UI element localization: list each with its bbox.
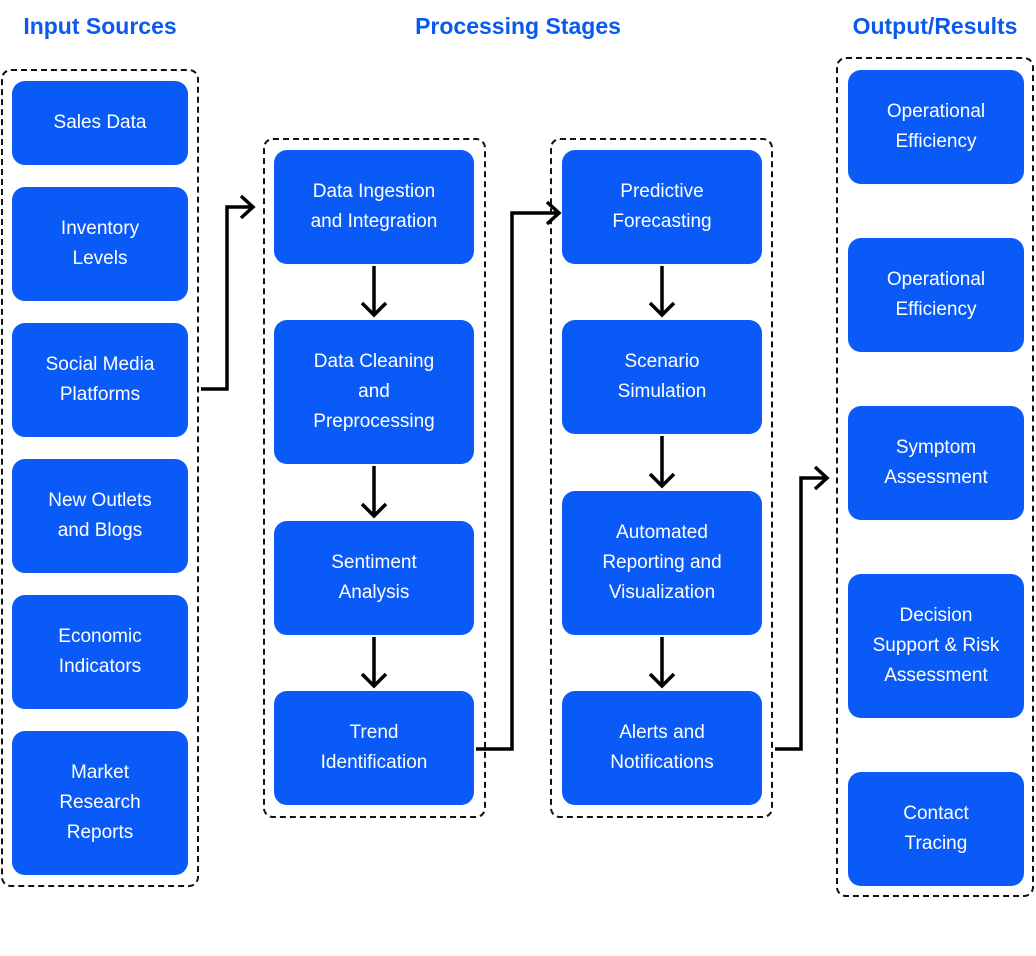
input-node-inventory-levels[interactable]: Inventory Levels bbox=[12, 187, 188, 301]
stage-data-ingestion[interactable]: Data Ingestion and Integration bbox=[274, 150, 474, 264]
output-node-contact-tracing[interactable]: Contact Tracing bbox=[848, 772, 1024, 886]
stage-predictive-forecasting[interactable]: Predictive Forecasting bbox=[562, 150, 762, 264]
processing-stages-heading: Processing Stages bbox=[415, 13, 621, 39]
connector-processing-to-output bbox=[775, 476, 826, 751]
stage-trend-identification[interactable]: Trend Identification bbox=[274, 691, 474, 805]
output-node-operational-efficiency-2[interactable]: Operational Efficiency bbox=[848, 238, 1024, 352]
input-node-sales-data[interactable]: Sales Data bbox=[12, 81, 188, 165]
connector-input-to-processing bbox=[201, 205, 252, 391]
output-results-group bbox=[836, 57, 1034, 897]
stage-scenario-simulation[interactable]: Scenario Simulation bbox=[562, 320, 762, 434]
connector-input-to-processing-arrowhead bbox=[239, 194, 256, 220]
output-node-symptom-assessment[interactable]: Symptom Assessment bbox=[848, 406, 1024, 520]
input-sources-heading: Input Sources bbox=[23, 13, 177, 39]
stage-sentiment-analysis[interactable]: Sentiment Analysis bbox=[274, 521, 474, 635]
stage-alerts-notifications[interactable]: Alerts and Notifications bbox=[562, 691, 762, 805]
stage-automated-reporting[interactable]: Automated Reporting and Visualization bbox=[562, 491, 762, 635]
input-sources-group bbox=[1, 69, 199, 887]
input-node-new-outlets-and-blogs[interactable]: New Outlets and Blogs bbox=[12, 459, 188, 573]
input-node-economic-indicators[interactable]: Economic Indicators bbox=[12, 595, 188, 709]
output-results-heading: Output/Results bbox=[852, 13, 1018, 39]
input-node-social-media-platforms[interactable]: Social Media Platforms bbox=[12, 323, 188, 437]
connector-trend-to-forecasting bbox=[476, 211, 558, 751]
output-node-decision-support[interactable]: Decision Support & Risk Assessment bbox=[848, 574, 1024, 718]
connector-processing-to-output-arrowhead bbox=[813, 465, 830, 491]
output-node-operational-efficiency-1[interactable]: Operational Efficiency bbox=[848, 70, 1024, 184]
stage-data-cleaning[interactable]: Data Cleaning and Preprocessing bbox=[274, 320, 474, 464]
input-node-market-research-reports[interactable]: Market Research Reports bbox=[12, 731, 188, 875]
